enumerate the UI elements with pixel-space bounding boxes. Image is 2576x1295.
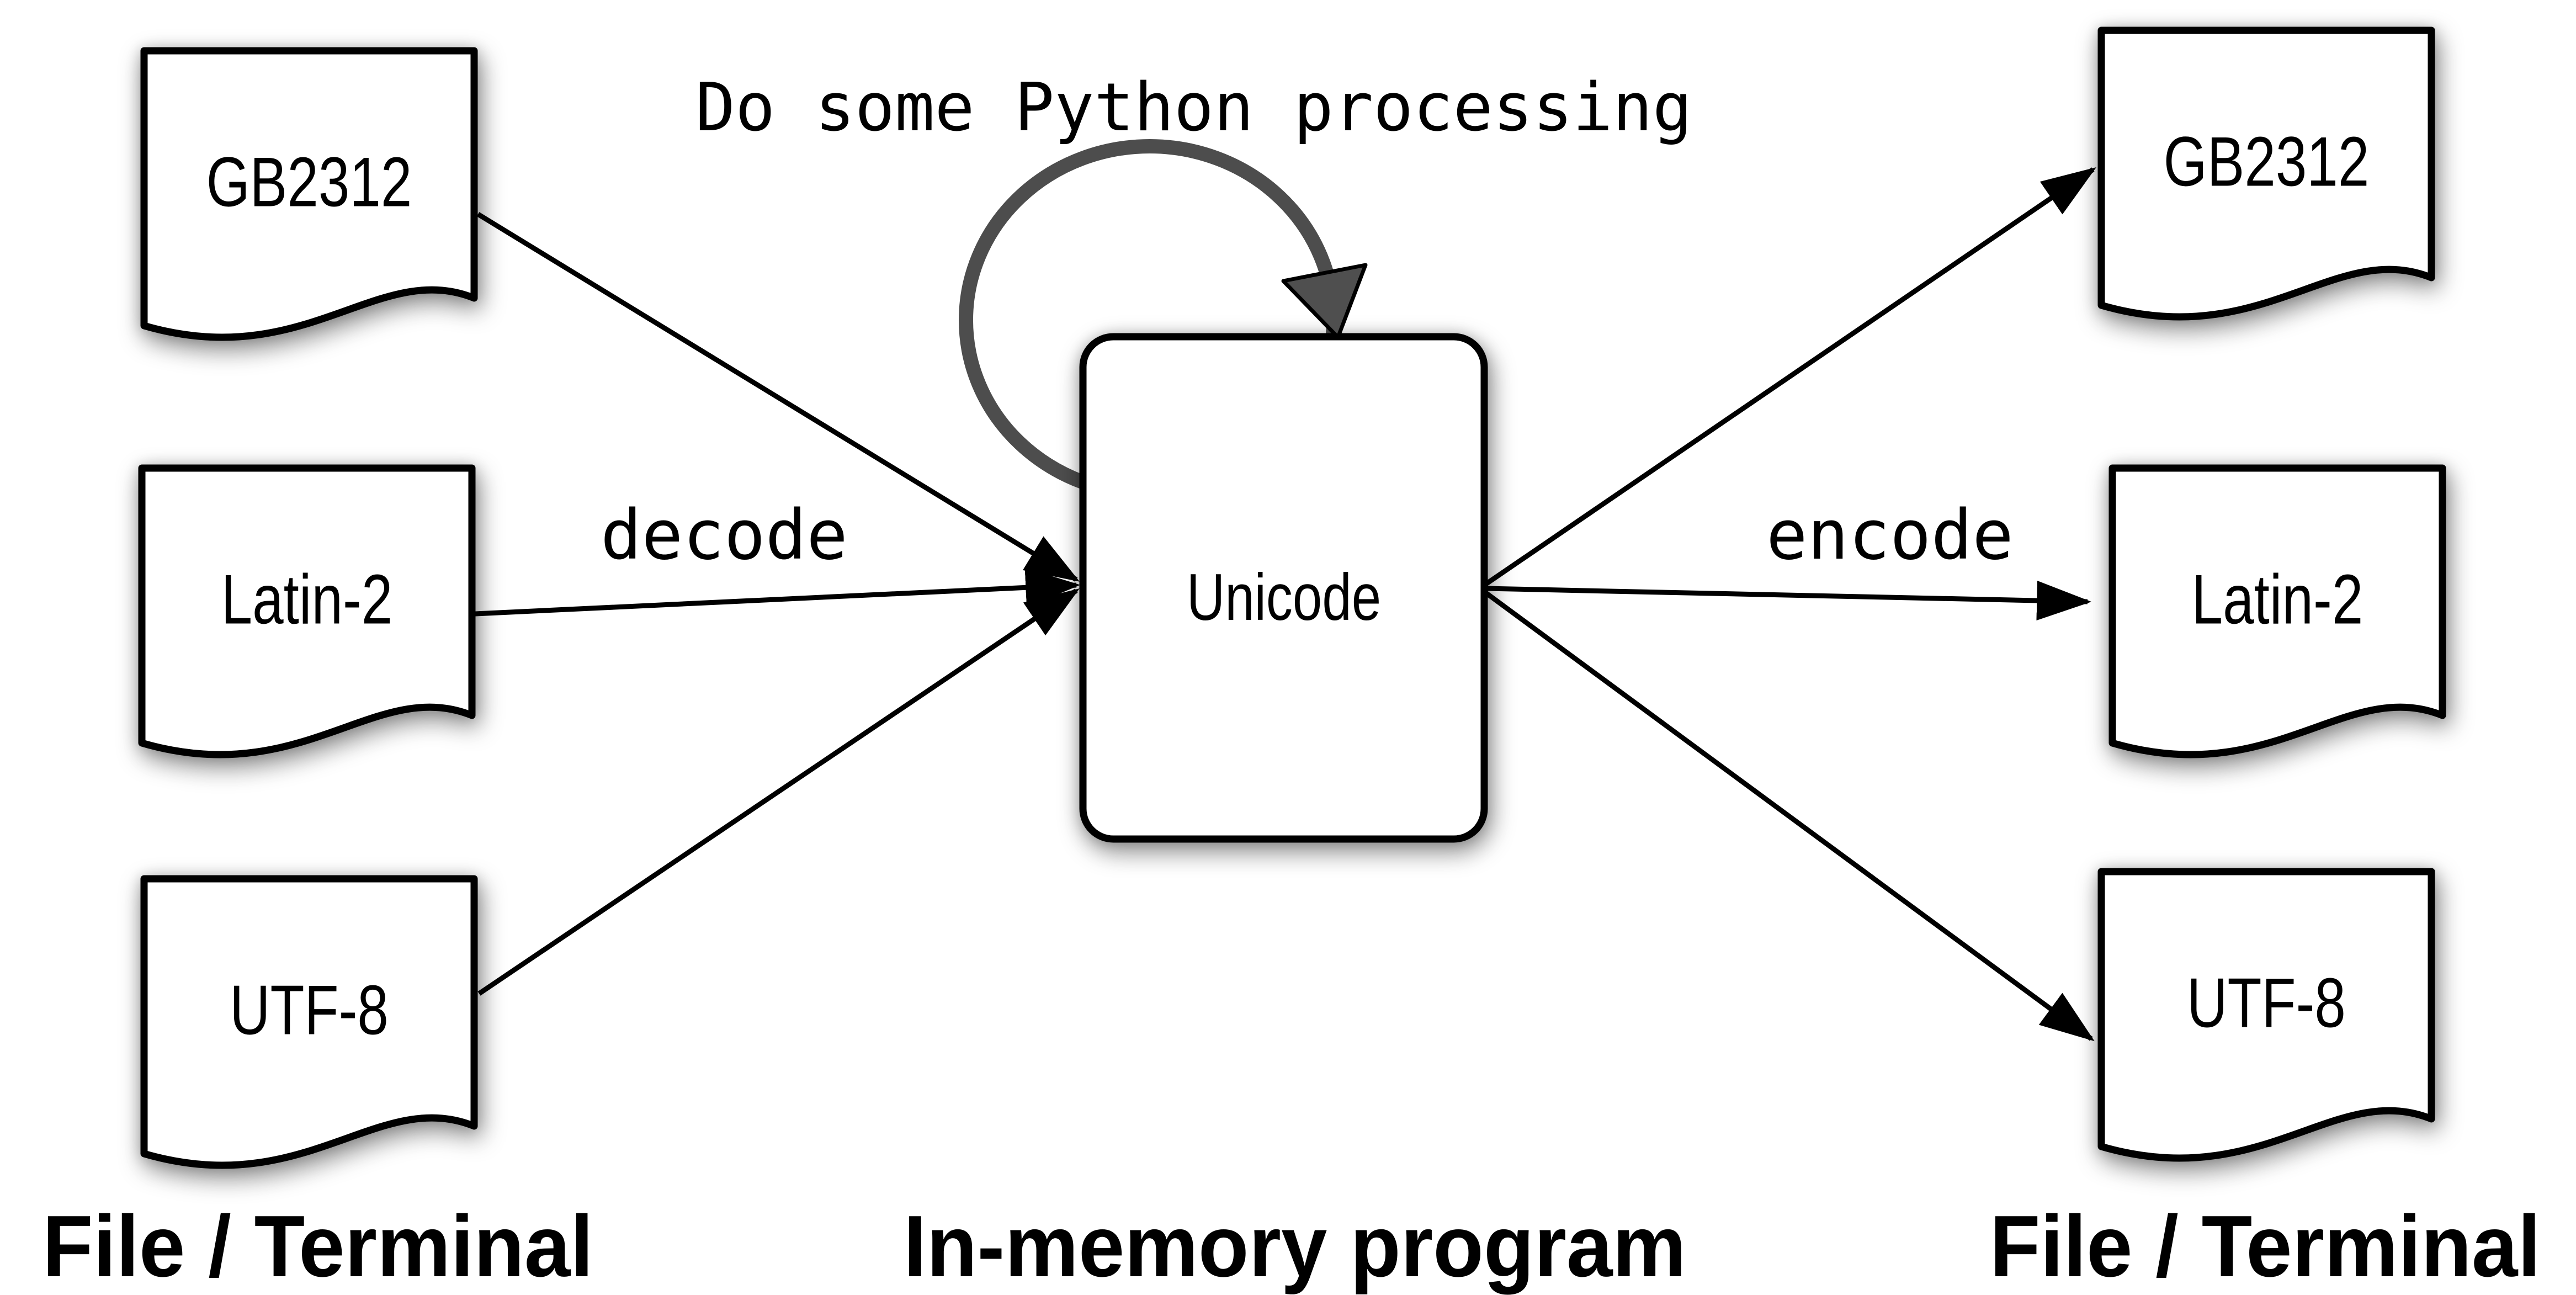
unicode-box-label: Unicode [1186, 560, 1382, 634]
unicode-box [1079, 333, 1488, 843]
decode-arrow-latin2 [475, 567, 1081, 617]
self-loop-label: Do some Python processing [695, 70, 1693, 146]
node-label-right-gb2312: GB2312 [2163, 122, 2370, 201]
decode-edge-label: decode [601, 496, 848, 575]
node-label-right-utf8: UTF-8 [2187, 963, 2346, 1042]
caption-in-memory-program: In-memory program [904, 1198, 1686, 1295]
encode-arrow-gb2312 [1484, 167, 2096, 586]
node-label-left-gb2312: GB2312 [206, 142, 412, 221]
caption-file-terminal-right: File / Terminal [1989, 1198, 2541, 1295]
decode-arrow-gb2312 [476, 212, 1080, 582]
encode-arrow-latin2 [1485, 580, 2092, 620]
caption-file-terminal-left: File / Terminal [42, 1198, 594, 1295]
encode-arrow-utf8 [1484, 591, 2095, 1042]
encode-edge-label: encode [1766, 496, 2014, 575]
node-label-left-utf8: UTF-8 [230, 970, 389, 1049]
node-label-right-latin2: Latin-2 [2191, 560, 2363, 639]
decode-arrow-utf8 [477, 588, 1080, 996]
self-loop-arrowhead-icon [1281, 263, 1368, 339]
node-label-left-latin2: Latin-2 [221, 560, 393, 639]
